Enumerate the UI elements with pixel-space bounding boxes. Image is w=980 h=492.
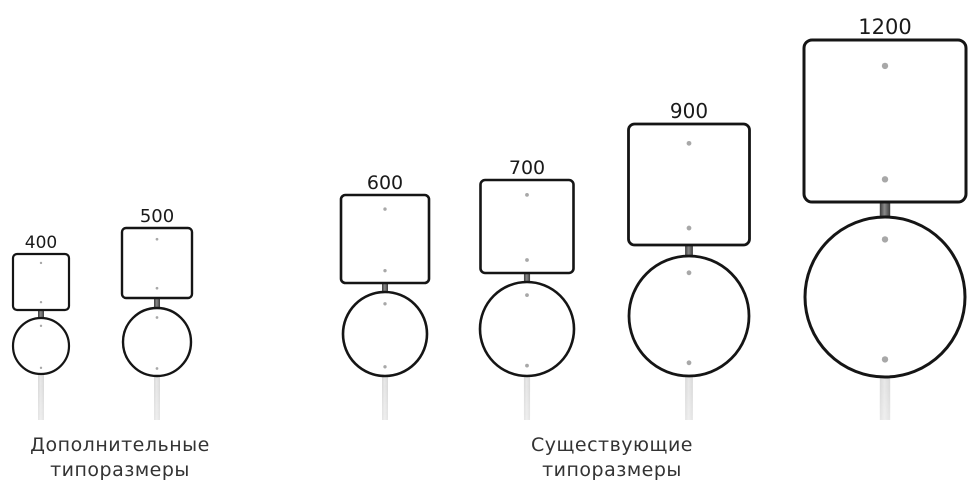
bolt: [525, 363, 529, 368]
caption-additional-sizes: Дополнительные типоразмеры: [20, 433, 220, 483]
pole-lower: [879, 375, 891, 420]
bolt: [155, 367, 159, 370]
size-label-700: 700: [509, 157, 545, 179]
pole-upper: [685, 243, 693, 258]
bolt: [383, 365, 387, 369]
caption-existing-line2: типоразмеры: [542, 459, 682, 481]
bolt: [39, 300, 43, 304]
caption-existing-sizes: Существующие типоразмеры: [512, 433, 712, 483]
pole-lower: [382, 374, 388, 420]
bolt: [686, 140, 692, 146]
size-label-600: 600: [367, 172, 403, 194]
round-plate: [11, 316, 71, 376]
square-plate: [479, 178, 575, 275]
round-plate: [341, 290, 429, 378]
sign-700: 700: [478, 157, 576, 420]
pole-lower: [685, 374, 693, 420]
bolt: [383, 302, 387, 306]
bolt: [383, 207, 387, 211]
round-plate: [627, 254, 751, 378]
caption-additional-line1: Дополнительные: [30, 434, 210, 456]
bolt: [881, 176, 889, 183]
square-plate: [627, 122, 751, 247]
bolt: [686, 225, 692, 231]
pole-upper: [879, 200, 891, 219]
pole-upper: [154, 296, 160, 310]
sign-500: 500: [120, 206, 194, 420]
square-plate: [802, 38, 968, 204]
bolt: [155, 286, 159, 290]
square-plate: [120, 226, 194, 300]
bolt: [686, 360, 692, 366]
sign-1200: 1200: [802, 15, 968, 420]
bolt: [881, 236, 889, 243]
bolt: [686, 270, 692, 276]
sign-900: 900: [627, 99, 751, 420]
bolt: [155, 316, 159, 319]
caption-existing-line1: Существующие: [531, 434, 693, 456]
bolt: [525, 258, 529, 262]
round-plate: [478, 280, 576, 378]
round-plate: [121, 306, 193, 378]
bolt: [39, 261, 43, 265]
sign-600: 600: [339, 172, 431, 420]
square-plate: [339, 193, 431, 285]
bolt: [525, 193, 529, 197]
sign-400: 400: [11, 233, 71, 420]
bolt: [39, 324, 43, 328]
bolt: [881, 62, 889, 70]
caption-additional-line2: типоразмеры: [50, 459, 190, 481]
bolt: [39, 366, 43, 370]
size-label-500: 500: [140, 206, 174, 227]
round-plate: [803, 215, 967, 379]
bolt: [525, 293, 529, 298]
square-plate: [11, 252, 71, 312]
pole-lower: [38, 372, 44, 420]
size-label-900: 900: [670, 99, 708, 123]
pole-lower: [523, 374, 531, 420]
bolt: [383, 269, 387, 273]
pole-upper: [38, 308, 44, 320]
size-label-400: 400: [25, 233, 57, 253]
pole-upper: [382, 281, 388, 294]
size-label-1200: 1200: [858, 15, 911, 39]
pole-lower: [154, 374, 160, 420]
bolt: [881, 356, 889, 363]
pole-upper: [523, 271, 531, 284]
bolt: [155, 237, 159, 241]
